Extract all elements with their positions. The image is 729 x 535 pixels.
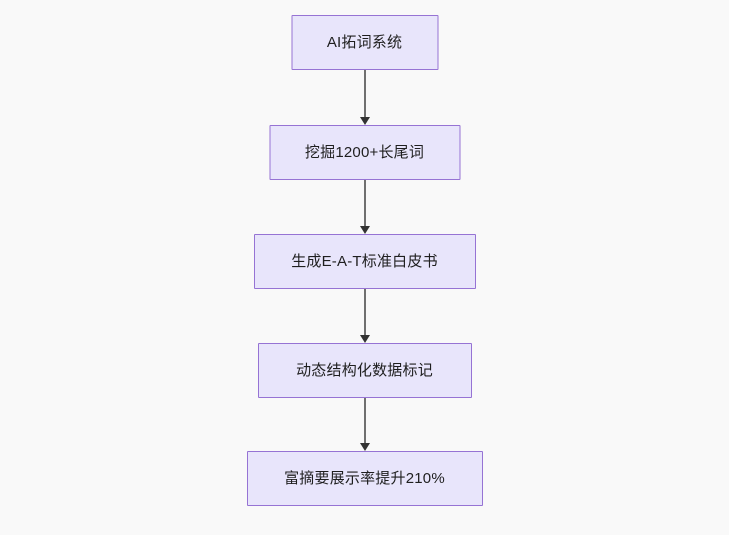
arrowhead-icon xyxy=(359,335,370,343)
flow-node-rich-snippet-rate-increase[interactable]: 富摘要展示率提升210% xyxy=(246,451,483,506)
flow-node-label: AI拓词系统 xyxy=(326,34,403,51)
edge-shaft xyxy=(363,398,366,444)
arrowhead-icon xyxy=(359,226,370,234)
edge-shaft xyxy=(363,289,366,336)
flow-node-dynamic-structured-data-markup[interactable]: 动态结构化数据标记 xyxy=(257,343,472,398)
flow-node-mine-longtail-keywords[interactable]: 挖掘1200+长尾词 xyxy=(269,125,460,180)
arrowhead-icon xyxy=(359,117,370,125)
flow-node-label: 生成E-A-T标准白皮书 xyxy=(291,253,438,270)
edge-shaft xyxy=(363,180,366,227)
flow-node-ai-keyword-system[interactable]: AI拓词系统 xyxy=(291,15,438,70)
arrowhead-icon xyxy=(359,443,370,451)
flow-node-label: 富摘要展示率提升210% xyxy=(284,470,445,487)
flow-edge-3 xyxy=(359,289,371,343)
flow-edge-2 xyxy=(359,180,371,234)
flow-node-label: 挖掘1200+长尾词 xyxy=(304,144,425,161)
flow-node-label: 动态结构化数据标记 xyxy=(296,362,433,379)
flow-node-generate-eat-whitepaper[interactable]: 生成E-A-T标准白皮书 xyxy=(253,234,476,289)
flow-edge-4 xyxy=(359,398,371,451)
flow-edge-1 xyxy=(359,70,371,125)
edge-shaft xyxy=(363,70,366,118)
